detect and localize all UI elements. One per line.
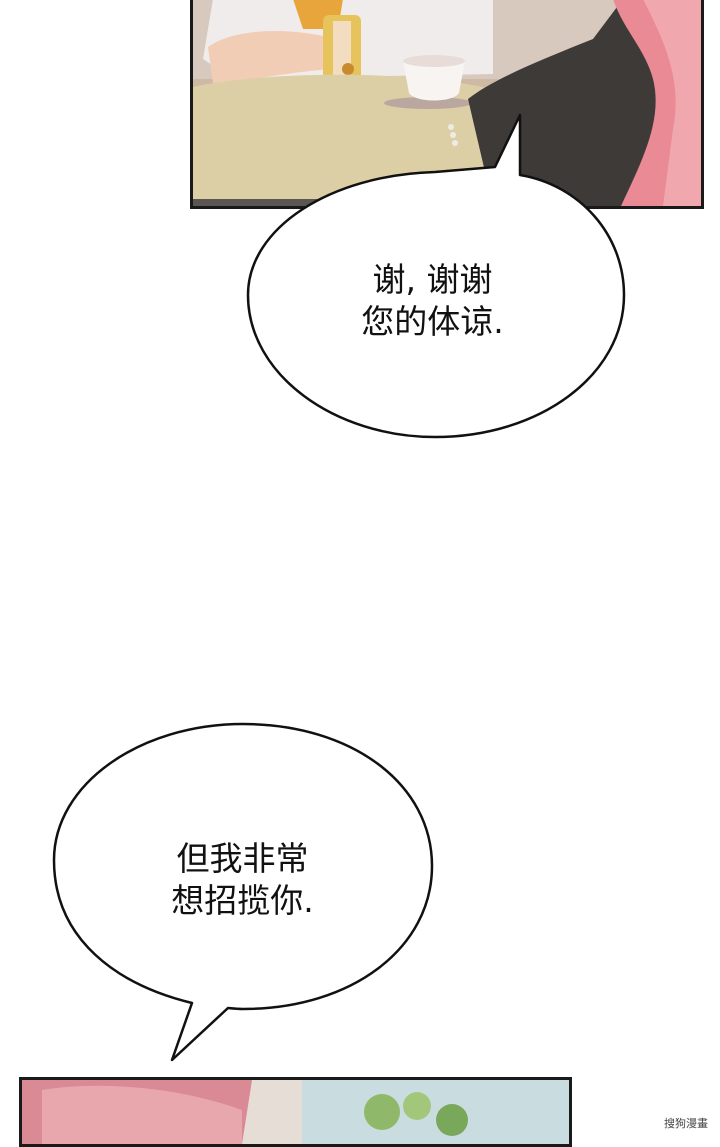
bottom-panel-artwork (22, 1080, 569, 1144)
top-panel-artwork (193, 0, 701, 206)
speech-bubble-2-text: 但我非常 想招揽你. (140, 838, 345, 922)
top-comic-panel (190, 0, 704, 209)
speech-bubble-1-line-1: 谢, 谢谢 (372, 260, 493, 299)
bottom-comic-panel (19, 1077, 572, 1147)
speech-bubble-2-line-1: 但我非常 (176, 839, 309, 878)
watermark: 搜狗漫畫 (664, 1117, 708, 1130)
speech-bubble-1-text: 谢, 谢谢 您的体谅. (330, 259, 535, 343)
speech-bubble-1-line-2: 您的体谅. (361, 302, 504, 341)
speech-bubble-2-line-2: 想招揽你. (171, 881, 314, 920)
